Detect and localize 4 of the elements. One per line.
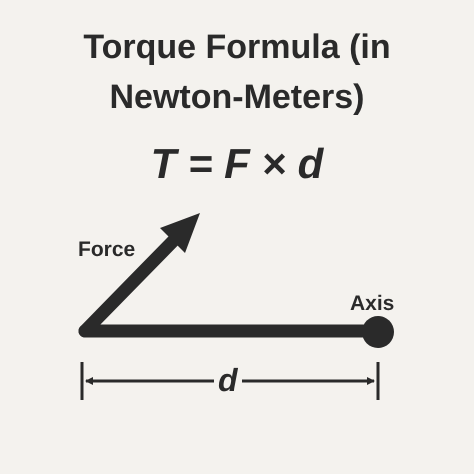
formula-text: T = F × d <box>150 139 325 189</box>
axis-label: Axis <box>350 291 394 317</box>
title: Torque Formula (in Newton-Meters) <box>82 27 392 118</box>
force-label: Force <box>78 237 136 263</box>
